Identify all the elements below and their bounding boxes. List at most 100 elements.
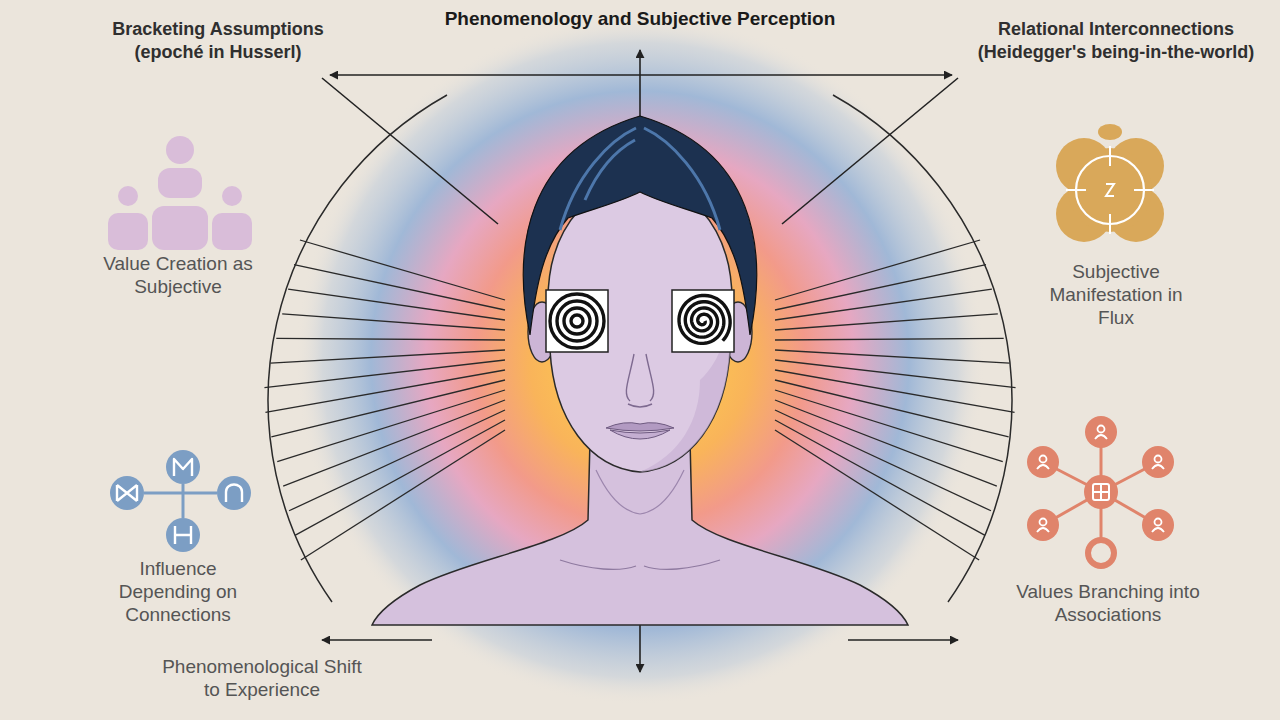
people-icon [158, 168, 202, 198]
association-icon [1142, 446, 1174, 478]
radial-line [294, 265, 505, 310]
spiral-eye [571, 315, 583, 327]
people-icon [108, 136, 252, 250]
people-icon [108, 213, 148, 250]
concept-label: Subjective Manifestation in Flux [1046, 260, 1186, 330]
people-icon [166, 136, 194, 164]
radial-line [288, 289, 505, 320]
radial-line [301, 430, 505, 560]
person-glyph [1040, 456, 1047, 463]
network-icon [226, 485, 242, 503]
face-figure [560, 128, 720, 230]
radial-line [289, 410, 505, 511]
radial-line [775, 410, 991, 511]
flower-icon [1109, 214, 1111, 234]
radial-line [775, 360, 1016, 388]
diagram-title: Phenomenology and Subjective Perception [360, 7, 920, 31]
radial-line [283, 400, 505, 486]
radial-line [300, 240, 505, 300]
radial-line [775, 430, 979, 560]
frame-arc [833, 95, 1012, 602]
people-icon [118, 186, 138, 206]
axis-arrow [782, 78, 958, 224]
caption-label: Phenomenological Shift to Experience [157, 655, 367, 701]
section-heading: Bracketing Assumptions (epoché in Husser… [87, 18, 349, 65]
face-figure [596, 470, 684, 514]
network-icon [110, 476, 144, 510]
radial-line [271, 380, 505, 437]
association-icon [1093, 491, 1109, 493]
flower-icon [1066, 189, 1086, 191]
radial-line [775, 420, 985, 535]
radial-line [265, 370, 505, 412]
network-icon [174, 459, 192, 476]
flower-icon [1106, 184, 1114, 196]
association-icon [1027, 446, 1059, 478]
radial-line [775, 289, 992, 320]
spiral-eye [550, 294, 604, 348]
network-icon [175, 526, 191, 544]
axis-arrow [330, 74, 952, 76]
radial-line [264, 360, 505, 388]
radial-line [276, 338, 505, 340]
color-halo [295, 15, 985, 705]
person-glyph [1152, 465, 1164, 469]
frame-arc [268, 95, 447, 602]
flower-icon [1056, 124, 1164, 242]
person-glyph [1040, 519, 1047, 526]
section-heading: Relational Interconnections (Heidegger's… [966, 18, 1266, 65]
association-icon [1043, 432, 1158, 553]
association-icon [1027, 416, 1174, 541]
spiral-eye [564, 308, 590, 334]
concept-label: Value Creation as Subjective [103, 252, 253, 298]
association-icon [1085, 416, 1117, 448]
spiral-eye [557, 301, 597, 341]
person-glyph [1037, 528, 1049, 532]
network-icon [110, 450, 251, 552]
network-icon [117, 485, 137, 501]
radial-line [270, 350, 505, 363]
radial-line [295, 420, 505, 535]
spiral-eye [679, 295, 730, 343]
association-icon [1088, 540, 1114, 566]
flower-icon [1066, 146, 1154, 234]
face-figure [372, 116, 908, 625]
spiral-eye [546, 290, 608, 352]
face-figure [626, 354, 653, 407]
network-icon [217, 476, 251, 510]
radial-line [775, 380, 1009, 437]
network-icon [144, 492, 217, 495]
flower-icon [1134, 189, 1154, 191]
axis-arrow [848, 639, 958, 641]
axis-arrow [322, 78, 498, 224]
radial-line [775, 350, 1010, 363]
person-glyph [1037, 465, 1049, 469]
flower-icon [1109, 146, 1111, 166]
face-figure [606, 423, 674, 431]
association-icon [1084, 475, 1118, 509]
person-glyph [1098, 426, 1105, 433]
people-icon [222, 186, 242, 206]
flower-icon [1056, 124, 1164, 242]
concept-label: Influence Depending on Connections [108, 557, 248, 627]
spiral-eye [550, 294, 604, 348]
association-icon [1093, 484, 1109, 500]
network-icon [144, 484, 217, 518]
network-icon [110, 450, 251, 552]
people-icon [152, 206, 208, 250]
network-icon [166, 518, 200, 552]
association-icon [1027, 509, 1059, 541]
people-icon [212, 213, 252, 250]
face-figure [610, 430, 670, 439]
association-icon [1142, 509, 1174, 541]
radial-line [775, 400, 997, 486]
flower-icon [1076, 156, 1144, 224]
person-glyph [1155, 456, 1162, 463]
concept-label: Values Branching into Associations [1008, 580, 1208, 626]
person-glyph [1095, 435, 1107, 439]
network-icon [182, 484, 185, 518]
radial-line [775, 314, 998, 330]
association-icon [1027, 416, 1174, 566]
